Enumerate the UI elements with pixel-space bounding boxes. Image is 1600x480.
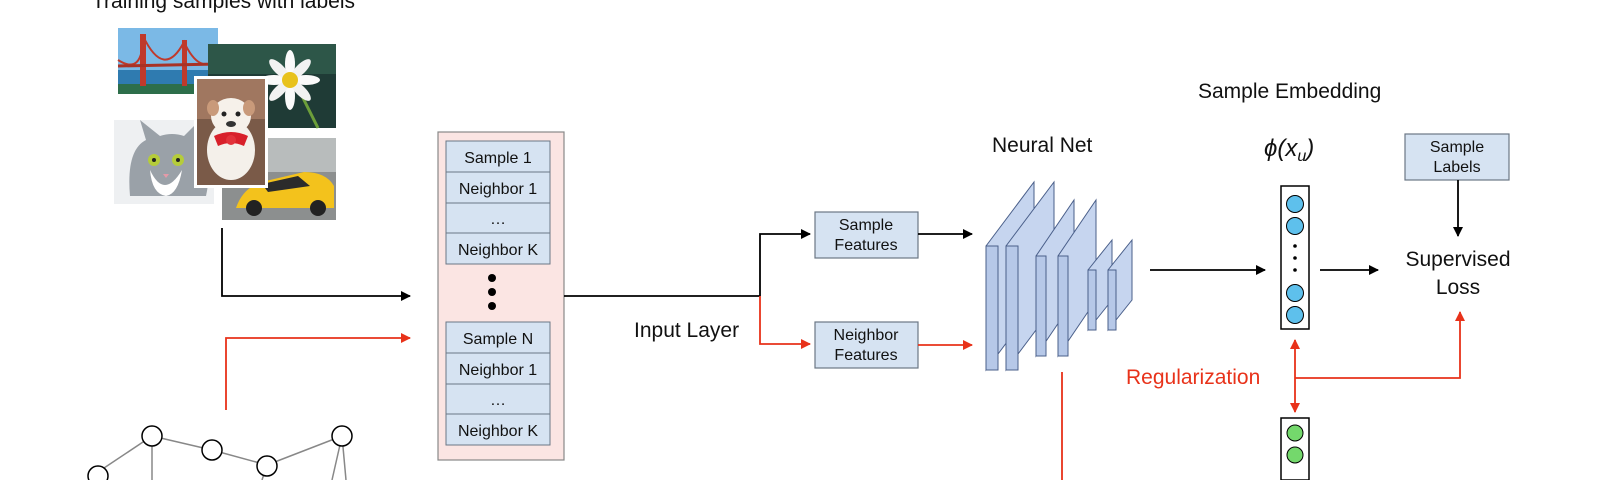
arrow-to-sample-features [759,229,811,296]
svg-text:Neighbor 1: Neighbor 1 [459,181,537,198]
svg-text:Sample: Sample [1430,139,1484,156]
neural-net-icon [985,180,1133,372]
arrow-to-neighbor-features [759,296,811,349]
vertical-ellipsis-dots [488,274,496,310]
input-cell-sample-1: Sample 1 [445,140,551,173]
svg-text:Sample 1: Sample 1 [464,150,532,167]
sample-labels-box: Sample Labels [1404,133,1510,181]
training-samples-title: Training samples with labels [92,0,355,13]
input-cell-neighbor-k-b: Neighbor K [445,413,551,446]
neural-net-label: Neural Net [992,134,1093,157]
svg-text:Features: Features [834,237,897,254]
neighbor-graph [87,425,353,480]
input-cell-ellipsis-b: … [445,383,551,415]
supervised-loss-label: Supervised Loss [1405,248,1510,299]
input-cell-neighbor-k: Neighbor K [445,232,551,265]
sample-embedding-label: Sample Embedding [1198,80,1381,103]
input-cell-ellipsis: … [445,202,551,234]
svg-text:…: … [490,392,506,409]
svg-text:Neighbor 1: Neighbor 1 [459,362,537,379]
input-cell-neighbor-1-b: Neighbor 1 [445,352,551,385]
photo-collage [114,28,336,220]
svg-text:Neighbor K: Neighbor K [458,242,538,259]
svg-text:ϕ(xu): ϕ(xu) [1264,135,1314,165]
svg-text:Supervised: Supervised [1405,248,1510,271]
neighbor-embedding-vector [1280,417,1310,480]
arrow-regularization-to-loss [1295,311,1465,379]
input-layer-panel: Sample 1 Neighbor 1 … Neighbor K Sample … [437,131,565,461]
input-cell-neighbor-1: Neighbor 1 [445,171,551,204]
svg-text:Sample N: Sample N [463,331,533,348]
neighbor-features-box: Neighbor Features [814,321,919,369]
svg-text:Sample: Sample [839,217,893,234]
arrow-graph-to-input [225,333,411,410]
svg-text:…: … [490,211,506,228]
sample-features-box: Sample Features [814,211,919,259]
input-cell-sample-n: Sample N [445,321,551,354]
regularization-label: Regularization [1126,366,1260,389]
sample-embedding-vector [1280,185,1310,330]
svg-text:Loss: Loss [1436,276,1480,299]
arrow-samples-to-input [221,228,411,301]
photo-bulldog-puppy [194,76,268,188]
svg-text:Neighbor: Neighbor [834,327,900,344]
input-layer-label: Input Layer [634,319,739,342]
svg-text:Features: Features [834,347,897,364]
svg-text:Neighbor K: Neighbor K [458,423,538,440]
phi-xu-label: ϕ(xu) [1264,135,1314,165]
svg-text:Labels: Labels [1433,159,1480,176]
